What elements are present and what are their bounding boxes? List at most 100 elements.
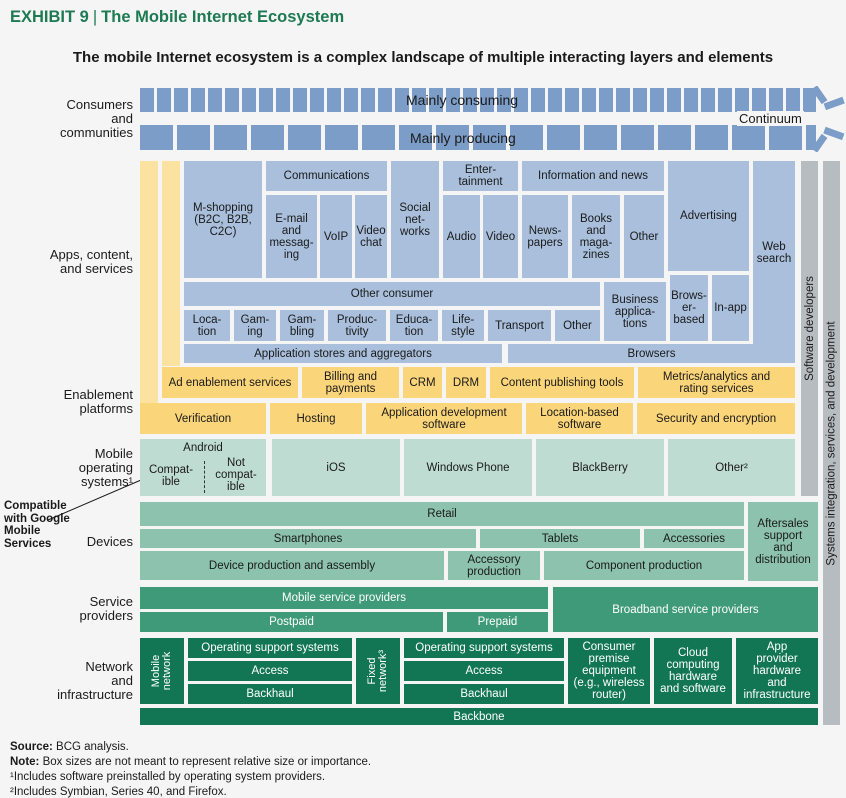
title-divider: | [92, 8, 98, 26]
consuming-block [344, 88, 358, 112]
audio: Audio [443, 195, 480, 278]
ios: iOS [272, 439, 400, 496]
producing-block [547, 125, 580, 150]
fixed-network: Fixed network³ [356, 638, 400, 704]
mobile-network-label: Mobile network [150, 651, 173, 691]
windows-phone: Windows Phone [404, 439, 532, 496]
footnote-note: Note: Box sizes are not meant to represe… [10, 756, 371, 768]
social-networks: Social net- works [391, 161, 439, 278]
exhibit-label: EXHIBIT 9 [10, 8, 89, 26]
producing-block [510, 125, 543, 150]
android: Android [140, 439, 266, 496]
row-label-mobile-os: Mobile operating systems¹ [78, 446, 133, 489]
browsers: Browsers [508, 344, 795, 363]
consuming-block [327, 88, 341, 112]
access-fixed: Access [404, 661, 564, 681]
producing-block [325, 125, 358, 150]
footnote-source: Source: BCG analysis. [10, 741, 129, 753]
consuming-block [208, 88, 222, 112]
producing-block [251, 125, 284, 150]
producing-block [177, 125, 210, 150]
postpaid: Postpaid [140, 612, 443, 632]
access-mobile: Access [188, 661, 352, 681]
business-applications: Business applica- tions [604, 282, 666, 341]
producing-block [769, 125, 802, 150]
mainly-producing-label: Mainly producing [410, 130, 516, 146]
hosting: Hosting [270, 403, 362, 434]
consuming-block [429, 88, 443, 112]
crm: CRM [403, 367, 442, 398]
footnote-1: ¹Includes software preinstalled by opera… [10, 771, 326, 783]
gambling: Gam- bling [280, 310, 324, 341]
web-search: Web search [753, 161, 795, 344]
browser-based: Brows- er- based [670, 275, 708, 341]
advertising: Advertising [668, 161, 749, 271]
location: Loca- tion [184, 310, 230, 341]
consuming-block [378, 88, 392, 112]
mobile-network: Mobile network [140, 638, 184, 704]
education: Educa- tion [390, 310, 438, 341]
consuming-block [786, 88, 800, 112]
consuming-block [582, 88, 596, 112]
producing-block [658, 125, 691, 150]
entertainment: Enter- tainment [443, 161, 518, 191]
m-shopping: M-shopping (B2C, B2B, C2C) [184, 161, 262, 278]
accessories: Accessories [644, 529, 744, 548]
consuming-block [633, 88, 647, 112]
video-chat: Video chat [355, 195, 387, 278]
android-not-compatible: Not compat- ible [215, 457, 257, 493]
consuming-block [412, 88, 426, 112]
books-magazines: Books and maga- zines [572, 195, 620, 278]
consuming-block [514, 88, 528, 112]
consuming-block [616, 88, 630, 112]
consuming-block [599, 88, 613, 112]
producing-block [584, 125, 617, 150]
row-label-devices: Devices [86, 534, 133, 549]
backhaul-fixed: Backhaul [404, 684, 564, 704]
note-label: Note: [10, 756, 40, 768]
prepaid: Prepaid [447, 612, 548, 632]
row-label-service-providers: Service providers [79, 594, 133, 623]
consuming-block [548, 88, 562, 112]
consumer-premise-equipment: Consumer premise equipment (e.g., wirele… [568, 638, 650, 704]
other-os: Other² [668, 439, 795, 496]
lifestyle: Life- style [442, 310, 484, 341]
consuming-block [752, 88, 766, 112]
consuming-block [361, 88, 375, 112]
cloud-computing: Cloud computing hardware and software [654, 638, 732, 704]
in-app: In-app [712, 275, 749, 341]
backhaul-mobile: Backhaul [188, 684, 352, 704]
systems-integration-label: Systems integration, services, and devel… [825, 321, 837, 566]
device-production: Device production and assembly [140, 551, 444, 580]
consuming-block [769, 88, 783, 112]
consuming-block [735, 88, 749, 112]
consuming-block [480, 88, 494, 112]
application-stores: Application stores and aggregators [184, 344, 502, 363]
consuming-block [259, 88, 273, 112]
smartphones: Smartphones [140, 529, 476, 548]
row-label-enablement: Enablement platforms [63, 387, 133, 416]
mainly-consuming-label: Mainly consuming [406, 92, 519, 108]
mobile-service-providers: Mobile service providers [140, 587, 548, 609]
blackberry: BlackBerry [536, 439, 664, 496]
consuming-block [395, 88, 409, 112]
consuming-block [446, 88, 460, 112]
verification: Verification [140, 403, 266, 434]
consuming-block [531, 88, 545, 112]
oss-mobile: Operating support systems [188, 638, 352, 658]
accessory-production: Accessory production [448, 551, 540, 580]
consuming-block [667, 88, 681, 112]
drm: DRM [446, 367, 486, 398]
email-messaging: E-mail and messag- ing [266, 195, 317, 278]
producing-block [288, 125, 321, 150]
producing-block [436, 125, 469, 150]
producing-block [214, 125, 247, 150]
android-compatible: Compat- ible [148, 464, 194, 488]
consuming-block [701, 88, 715, 112]
consuming-block [684, 88, 698, 112]
exhibit-title: EXHIBIT 9|The Mobile Internet Ecosystem [10, 8, 344, 27]
newspapers: News- papers [522, 195, 568, 278]
video: Video [483, 195, 518, 278]
fixed-network-label: Fixed network³ [366, 649, 389, 693]
producing-block [362, 125, 395, 150]
